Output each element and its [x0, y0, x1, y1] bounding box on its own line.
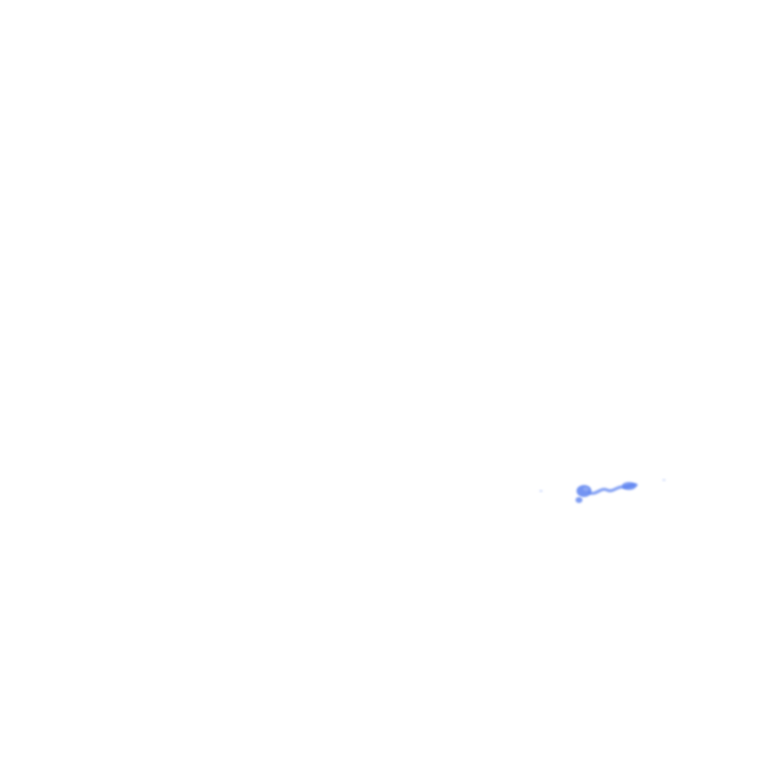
- ink-speck-left-icon: [539, 489, 543, 493]
- ink-speck-right-icon: [662, 478, 666, 482]
- ink-dot-lower-icon: [575, 497, 583, 503]
- ink-blob-main-icon: [576, 485, 592, 497]
- ink-blob-right-icon: [622, 482, 636, 490]
- ink-highlight-icon: [583, 486, 589, 492]
